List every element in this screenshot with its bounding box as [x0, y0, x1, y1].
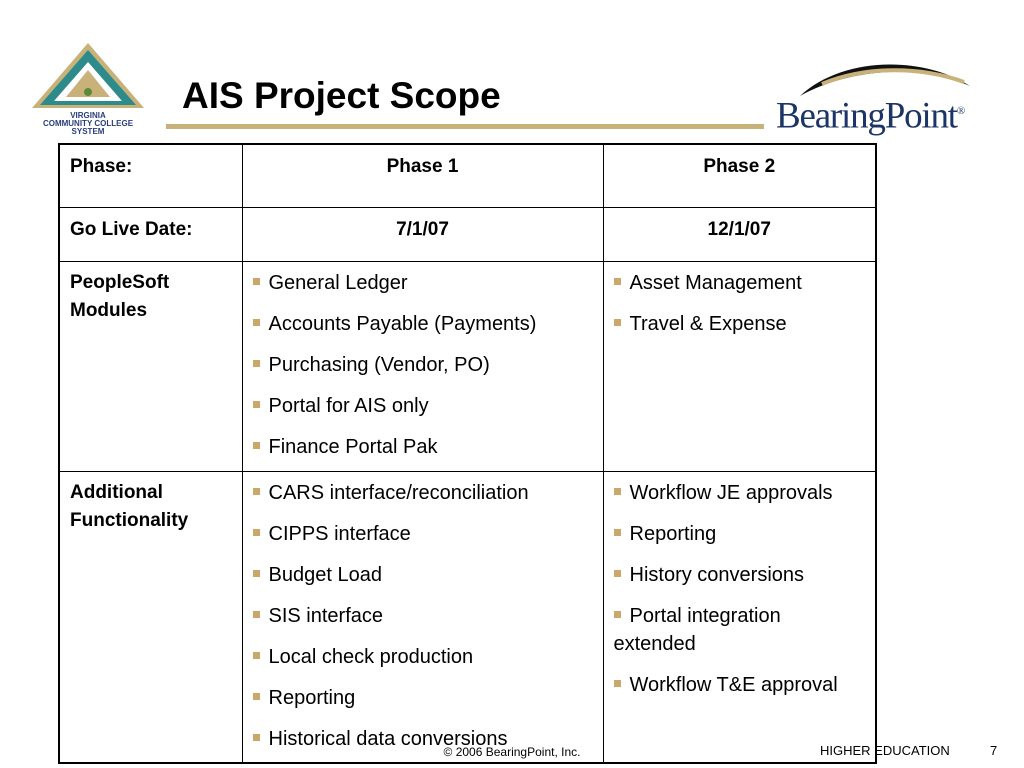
list-item: Purchasing (Vendor, PO) — [252, 351, 595, 379]
list-item-text: SIS interface — [268, 605, 384, 627]
square-bullet-icon — [613, 488, 621, 496]
square-bullet-icon — [613, 529, 621, 537]
list-item-text: CARS interface/reconciliation — [268, 482, 529, 504]
vccs-name-line1: VIRGINIA — [70, 111, 106, 120]
list-item-text: Accounts Payable (Payments) — [268, 313, 537, 335]
square-bullet-icon — [613, 570, 621, 578]
square-bullet-icon — [252, 401, 260, 409]
list-item: Local check production — [252, 643, 595, 671]
list-item-text: Workflow T&E approval — [629, 674, 838, 696]
modules-label: PeopleSoft Modules — [58, 261, 243, 472]
vccs-name-line3: SYSTEM — [71, 127, 105, 136]
list-item: Workflow JE approvals — [613, 479, 868, 507]
phase1-go-live: 7/1/07 — [241, 207, 604, 262]
list-item: Portal integration extended — [613, 602, 868, 658]
vccs-logo: VIRGINIA COMMUNITY COLLEGE SYSTEM — [26, 40, 150, 140]
list-item-text: Asset Management — [629, 272, 802, 294]
phase-label: Phase: — [58, 143, 243, 208]
list-item-text: Finance Portal Pak — [268, 436, 438, 458]
square-bullet-icon — [252, 611, 260, 619]
bearingpoint-wordmark: BearingPoint® — [776, 90, 965, 137]
list-item: Historical data conversions — [252, 725, 595, 753]
square-bullet-icon — [613, 319, 621, 327]
square-bullet-icon — [252, 360, 260, 368]
list-item: SIS interface — [252, 602, 595, 630]
phase2-go-live: 12/1/07 — [602, 207, 877, 262]
list-item-text: CIPPS interface — [268, 523, 411, 545]
list-item-text: Reporting — [268, 687, 356, 709]
list-item: CARS interface/reconciliation — [252, 479, 595, 507]
list-item-text: Historical data conversions — [268, 728, 508, 750]
square-bullet-icon — [252, 529, 260, 537]
square-bullet-icon — [613, 680, 621, 688]
scope-table: Phase: Phase 1 Phase 2 Go Live Date: 7/1… — [58, 143, 877, 764]
bearingpoint-logo: BearingPoint® — [770, 52, 980, 136]
list-item-text: History conversions — [629, 564, 805, 586]
vccs-triangle-icon — [32, 43, 144, 108]
list-item: Asset Management — [613, 269, 868, 297]
square-bullet-icon — [252, 734, 260, 742]
table-row-additional: Additional Functionality CARS interface/… — [58, 471, 877, 764]
square-bullet-icon — [252, 652, 260, 660]
list-item: Budget Load — [252, 561, 595, 589]
go-live-label: Go Live Date: — [58, 207, 243, 262]
registered-mark: ® — [956, 105, 966, 117]
phase2-header: Phase 2 — [602, 143, 877, 208]
bearingpoint-wordmark-text: BearingPoint — [776, 95, 958, 137]
title-underline — [166, 124, 764, 129]
list-item: Reporting — [613, 520, 868, 548]
footer-copyright: © 2006 BearingPoint, Inc. — [443, 745, 581, 759]
table-row-go-live: Go Live Date: 7/1/07 12/1/07 — [58, 207, 877, 262]
list-item-text: Purchasing (Vendor, PO) — [268, 354, 490, 376]
list-item: Reporting — [252, 684, 595, 712]
list-item: Accounts Payable (Payments) — [252, 310, 595, 338]
square-bullet-icon — [252, 278, 260, 286]
list-item: Finance Portal Pak — [252, 433, 595, 461]
list-item-text: Budget Load — [268, 564, 382, 586]
footer-section: HIGHER EDUCATION — [820, 743, 950, 758]
bearingpoint-swoosh-icon — [800, 64, 970, 96]
list-item-text: Portal integration extended — [613, 605, 781, 655]
square-bullet-icon — [252, 693, 260, 701]
vccs-name-line2: COMMUNITY COLLEGE — [42, 119, 134, 128]
table-row-phase: Phase: Phase 1 Phase 2 — [58, 143, 877, 208]
square-bullet-icon — [252, 570, 260, 578]
list-item: CIPPS interface — [252, 520, 595, 548]
page-number: 7 — [990, 743, 998, 758]
list-item-text: Workflow JE approvals — [629, 482, 833, 504]
list-item-text: Reporting — [629, 523, 717, 545]
list-item-text: Portal for AIS only — [268, 395, 429, 417]
list-item: History conversions — [613, 561, 868, 589]
page-title: AIS Project Scope — [182, 75, 501, 116]
list-item: Travel & Expense — [613, 310, 868, 338]
square-bullet-icon — [613, 611, 621, 619]
square-bullet-icon — [613, 278, 621, 286]
square-bullet-icon — [252, 442, 260, 450]
square-bullet-icon — [252, 488, 260, 496]
list-item: Workflow T&E approval — [613, 671, 868, 699]
list-item: General Ledger — [252, 269, 595, 297]
list-item-text: Travel & Expense — [629, 313, 787, 335]
list-item-text: Local check production — [268, 646, 474, 668]
list-item: Portal for AIS only — [252, 392, 595, 420]
additional-label: Additional Functionality — [58, 471, 243, 764]
phase1-header: Phase 1 — [241, 143, 604, 208]
list-item-text: General Ledger — [268, 272, 408, 294]
square-bullet-icon — [252, 319, 260, 327]
